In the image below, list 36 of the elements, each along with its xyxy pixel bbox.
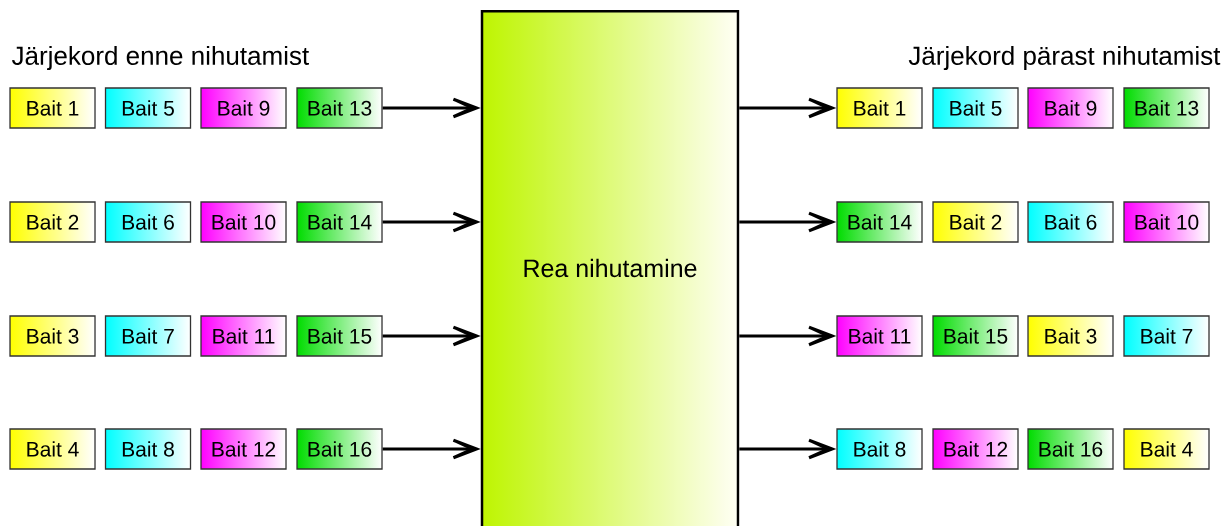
byte-box: Bait 9 <box>1027 87 1114 129</box>
byte-box: Bait 8 <box>836 428 923 470</box>
block-label: Rea nihutamine <box>524 258 697 278</box>
byte-box: Bait 2 <box>932 201 1019 243</box>
heading: Järjekord pärast nihutamist <box>908 45 1221 71</box>
heading: Järjekord enne nihutamist <box>11 45 309 71</box>
byte-box: Bait 11 <box>836 315 923 357</box>
byte-box: Bait 4 <box>9 428 96 470</box>
byte-box: Bait 16 <box>296 428 383 470</box>
byte-box: Bait 3 <box>1027 315 1114 357</box>
byte-box: Bait 10 <box>200 201 287 243</box>
byte-box: Bait 9 <box>200 87 287 129</box>
byte-box: Bait 7 <box>104 315 192 357</box>
byte-box: Bait 1 <box>836 87 923 129</box>
byte-box: Bait 14 <box>296 201 383 243</box>
byte-box: Bait 15 <box>932 315 1019 357</box>
byte-box: Bait 4 <box>1123 428 1210 470</box>
byte-box: Bait 8 <box>104 428 192 470</box>
byte-box: Bait 12 <box>932 428 1019 470</box>
byte-box: Bait 11 <box>200 315 287 357</box>
byte-box: Bait 6 <box>104 201 192 243</box>
byte-box: Bait 14 <box>836 201 923 243</box>
byte-box: Bait 13 <box>1123 87 1210 129</box>
byte-box: Bait 2 <box>9 201 96 243</box>
byte-box: Bait 5 <box>932 87 1019 129</box>
process-block <box>480 10 740 526</box>
byte-box: Bait 10 <box>1123 201 1210 243</box>
byte-box: Bait 12 <box>200 428 287 470</box>
byte-box: Bait 1 <box>9 87 96 129</box>
byte-box: Bait 16 <box>1027 428 1114 470</box>
byte-box: Bait 5 <box>104 87 192 129</box>
byte-box: Bait 7 <box>1123 315 1210 357</box>
byte-box: Bait 13 <box>296 87 383 129</box>
byte-box: Bait 6 <box>1027 201 1114 243</box>
byte-box: Bait 3 <box>9 315 96 357</box>
byte-box: Bait 15 <box>296 315 383 357</box>
